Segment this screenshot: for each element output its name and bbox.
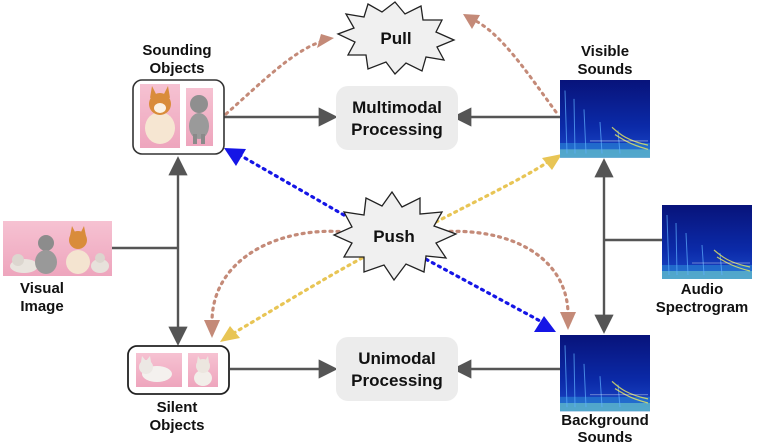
pull-arrow-left bbox=[224, 40, 322, 116]
pull-arrowhead-left bbox=[317, 34, 334, 48]
push-arrow-blue-upper bbox=[236, 152, 358, 224]
push-burst: Push bbox=[332, 190, 458, 282]
push-arrow-brown-right bbox=[434, 229, 570, 314]
visual-image-label-2: Image bbox=[20, 298, 63, 315]
silent-objects-label-1: Silent bbox=[157, 399, 198, 416]
silent-objects-card bbox=[127, 345, 230, 395]
multimodal-processing-box: Multimodal Processing bbox=[336, 86, 458, 150]
push-arrowhead-blue-lower bbox=[534, 316, 556, 332]
pull-burst: Pull bbox=[336, 1, 456, 75]
visible-sounds-label-2: Sounds bbox=[578, 61, 633, 78]
pets-group-image bbox=[3, 221, 112, 276]
unimodal-processing-box: Unimodal Processing bbox=[336, 337, 458, 401]
audio-spectrogram bbox=[661, 204, 753, 280]
audio-spectrogram-label-2: Spectrogram bbox=[656, 299, 749, 316]
visible-sounds-label-1: Visible bbox=[581, 43, 629, 60]
background-sounds-label-2: Sounds bbox=[578, 429, 633, 446]
pull-arrowhead-right bbox=[463, 14, 480, 29]
solid-connectors bbox=[112, 107, 662, 379]
push-arrow-yellow-lower bbox=[230, 256, 364, 336]
unimodal-line-1: Unimodal bbox=[358, 349, 435, 368]
sounding-objects-label-1: Sounding bbox=[142, 42, 211, 59]
pull-arrow-right bbox=[472, 18, 558, 114]
white-cat-image bbox=[136, 353, 182, 387]
push-arrow-blue-lower bbox=[418, 254, 544, 324]
push-arrowhead-yellow-lower bbox=[220, 326, 240, 342]
push-label: Push bbox=[373, 227, 415, 246]
push-arrowhead-yellow-upper bbox=[542, 154, 562, 170]
push-arrow-yellow-upper bbox=[434, 160, 550, 224]
visible-sound-spectrogram bbox=[559, 79, 651, 159]
push-arrowhead-brown-right bbox=[560, 312, 576, 330]
visual-image-label-1: Visual bbox=[20, 280, 64, 297]
multimodal-line-2: Processing bbox=[351, 120, 443, 139]
pull-arrows bbox=[224, 18, 558, 116]
push-arrowhead-brown-left bbox=[204, 320, 220, 338]
background-sound-spectrogram bbox=[559, 334, 651, 412]
sounding-objects-card bbox=[132, 79, 225, 155]
pull-label: Pull bbox=[380, 29, 411, 48]
push-arrow-brown-left bbox=[210, 229, 348, 324]
silent-objects-label-2: Objects bbox=[149, 417, 204, 434]
audio-spectrogram-label-1: Audio bbox=[681, 281, 724, 298]
background-sounds-label-1: Background bbox=[561, 412, 649, 429]
unimodal-line-2: Processing bbox=[351, 371, 443, 390]
sitting-cat-image bbox=[188, 353, 218, 387]
multimodal-line-1: Multimodal bbox=[352, 98, 442, 117]
push-arrowhead-blue-upper bbox=[224, 148, 246, 166]
push-arrows bbox=[210, 152, 570, 336]
sounding-objects-label-2: Objects bbox=[149, 60, 204, 77]
poodle-dog-image bbox=[186, 88, 213, 146]
corgi-dog-image bbox=[140, 84, 180, 148]
